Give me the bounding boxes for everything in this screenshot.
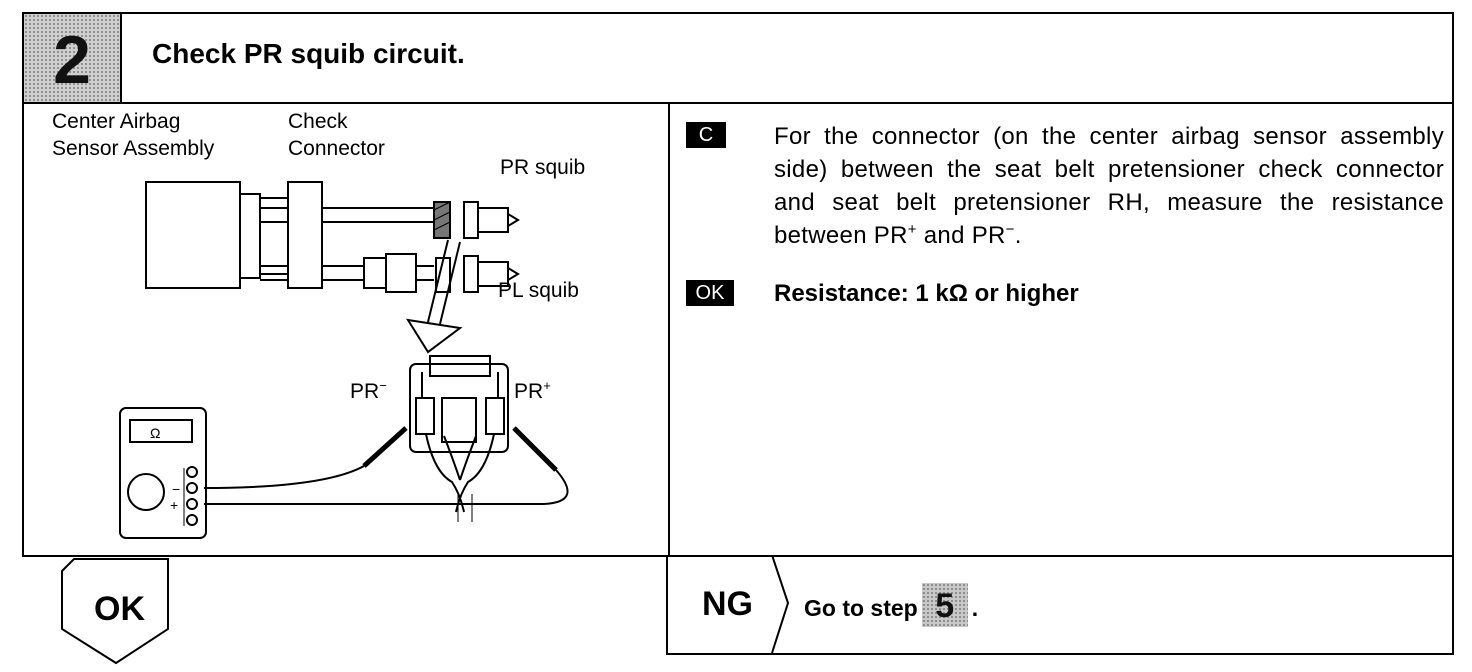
pr-minus-label: PR− <box>350 378 387 403</box>
meter-minus-symbol: − <box>172 481 180 497</box>
wiring-diagram-svg: Ω − + <box>119 181 569 539</box>
ok-result-label: OK <box>94 590 145 628</box>
pr-connector-shape <box>433 201 451 239</box>
ng-label: NG <box>702 585 753 623</box>
sensor-assembly-shape <box>145 181 241 289</box>
ok-arrow-shape <box>61 558 169 665</box>
meter-plus-symbol: + <box>170 497 178 513</box>
ok-criteria-text: Resistance: 1 kΩ or higher <box>774 280 1079 307</box>
instruction-panel: C For the connector (on the center airba… <box>670 102 1452 555</box>
tag-c: C <box>686 122 726 148</box>
wiring-diagram-panel: Center Airbag Sensor Assembly Check Conn… <box>24 102 670 555</box>
go-to-step-number[interactable]: 5 <box>921 583 968 627</box>
check-connector-label-1: Check <box>288 110 348 133</box>
multimeter-shape <box>119 407 207 539</box>
step-header: 2 Check PR squib circuit. <box>24 14 1452 104</box>
ng-divider-shape <box>771 555 790 653</box>
pr-squib-label: PR squib <box>500 156 586 179</box>
pr-plus-label: PR+ <box>514 378 551 403</box>
tag-ok: OK <box>686 280 734 306</box>
pl-squib-label: PL squib <box>498 279 579 302</box>
center-sensor-label-2: Sensor Assembly <box>52 137 215 160</box>
check-connector-shape <box>287 181 323 289</box>
step-number-box: 2 <box>24 14 122 102</box>
step-title: Check PR squib circuit. <box>152 38 465 69</box>
check-connector-label-2: Connector <box>288 137 385 160</box>
meter-ohm-symbol: Ω <box>150 425 160 441</box>
step-number: 2 <box>53 22 91 98</box>
instruction-text: For the connector (on the center airbag … <box>774 123 1444 249</box>
procedure-frame: 2 Check PR squib circuit. Center Airbag … <box>22 12 1454 557</box>
center-sensor-label-1: Center Airbag <box>52 110 181 133</box>
